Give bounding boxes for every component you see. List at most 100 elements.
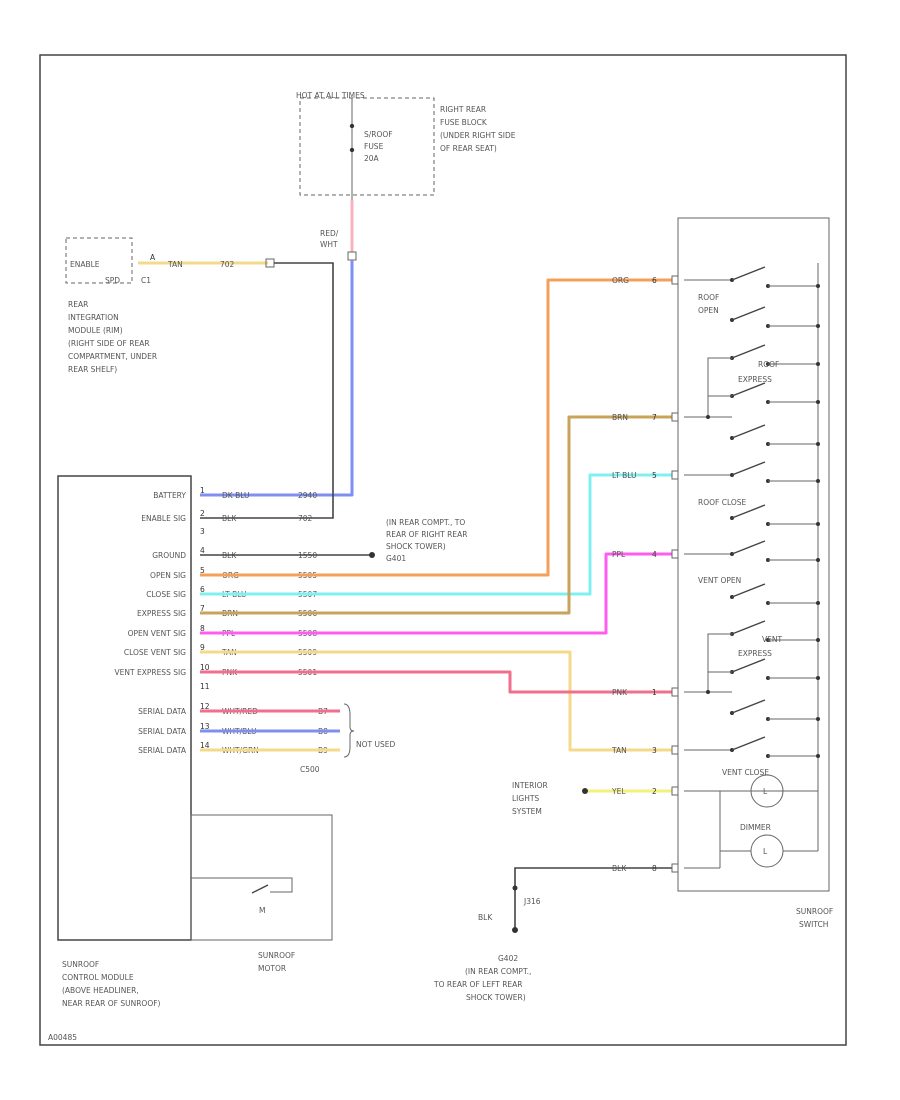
switch-blade [731,620,766,635]
switch-label-vent-close: VENT CLOSE [722,768,769,777]
fuse-label: FUSE [364,142,384,151]
ground-note-3: SHOCK TOWER) [386,542,446,551]
fuse-block-location-4: OF REAR SEAT) [440,144,497,153]
module-pin-label: EXPRESS SIG [137,609,186,618]
module-pin-number: 3 [200,527,205,536]
module-pin-wire-color: DK BLU [222,491,250,500]
rim-wire-color: TAN [167,260,183,269]
switch-location-1: SUNROOF [796,907,833,916]
module-pin-label: CLOSE SIG [146,590,186,599]
switch-bus-node [816,522,820,526]
ground2-3: TO REAR OF LEFT REAR [433,980,523,989]
motor-label-2: MOTOR [258,964,286,973]
rim-location-2: INTEGRATION [68,313,119,322]
ground-g402-point [512,927,518,933]
fuse-block-location-1: RIGHT REAR [440,105,486,114]
fuse-block-location-2: FUSE BLOCK [440,118,488,127]
switch-label-open: OPEN [698,306,719,315]
org-open-wire [200,278,672,577]
module-pin-number: 11 [200,682,210,691]
module-pin-number: 1 [200,486,205,495]
switch-blade [731,583,766,598]
module-location-3: (ABOVE HEADLINER, [62,986,139,995]
rim-location-4: (RIGHT SIDE OF REAR [68,339,150,348]
switch-blade [731,658,766,673]
switch-label-roof2: ROOF [758,360,779,369]
module-pin-label: VENT EXPRESS SIG [115,668,187,677]
switch-blade [731,736,766,751]
module-pin-wire-color: BLK [222,514,237,523]
switch-bus-node [816,558,820,562]
switch-label-roof-close: ROOF CLOSE [698,498,747,507]
fuse-rating: 20A [364,154,380,163]
switch-pin-connector [671,745,679,755]
switch-blade [731,699,766,714]
motor-symbol: M [259,906,265,915]
fuse-block-location-3: (UNDER RIGHT SIDE [440,131,516,140]
hot-at-all-times-label: HOT AT ALL TIMES [296,91,365,100]
switch-pin-connector [671,687,679,697]
switch-pin-wire-color: PNK [612,688,628,697]
switch-pin-connector [671,549,679,559]
lamp-symbol-2: L [763,847,768,856]
connector-label: C500 [300,765,320,774]
ground2-4: SHOCK TOWER) [466,993,526,1002]
interior-lights-2: LIGHTS [512,794,539,803]
fuse-name: S/ROOF [364,130,393,139]
switch-label-roof: ROOF [698,293,719,302]
rim-location-3: MODULE (RIM) [68,326,123,335]
switch-pin-number: 7 [652,413,657,422]
fuse-terminal-top [349,123,355,129]
red-wht-label-2: WHT [320,240,338,249]
module-pin-label: OPEN SIG [150,571,186,580]
module-pin-number: 14 [200,741,210,750]
module-pin-label: SERIAL DATA [138,727,187,736]
switch-label-vent-open: VENT OPEN [698,576,741,585]
ground2-1: G402 [498,954,518,963]
tan-close-vent-wire [200,650,672,752]
switch-bus-node [816,479,820,483]
enable-blk-wire [200,262,334,519]
switch-label-dimmer: DIMMER [740,823,771,832]
module-location-2: CONTROL MODULE [62,973,134,982]
module-pin-circuit: 2940 [298,491,317,500]
module-location-1: SUNROOF [62,960,99,969]
not-used-label: NOT USED [356,740,395,749]
module-pin-number: 10 [200,663,210,672]
battery-feed-connector [347,251,357,261]
switch-pin-number: 8 [652,864,657,873]
footer-code: A00485 [48,1033,77,1042]
switch-pin-wire-color: BLK [612,864,627,873]
switch-pin-connector [671,275,679,285]
switch-pin-number: 2 [652,787,657,796]
interior-lights-1: INTERIOR [512,781,548,790]
switch-label-vent: VENT [762,635,782,644]
fuse-terminal-bottom [349,147,355,153]
switch-blade [731,504,766,519]
blk-ground-wire [514,867,672,930]
module-pin-label: CLOSE VENT SIG [124,648,186,657]
interior-lights-point [582,788,588,794]
switch-bus-node [816,400,820,404]
switch-blades [730,266,820,758]
module-pin-label: OPEN VENT SIG [128,629,187,638]
switch-bus-node [816,324,820,328]
module-pin-label: SERIAL DATA [138,746,187,755]
module-pin-number: 2 [200,509,205,518]
pnk-vent-express-wire [200,670,672,694]
red-wht-label-1: RED/ [320,229,339,238]
switch-contacts [684,279,818,869]
module-pin-number: 12 [200,702,210,711]
switch-pin-number: 4 [652,550,657,559]
diagram-frame [39,54,847,1046]
rim-enable-pin: C1 [141,276,151,285]
switch-pin-wire-color: LT BLU [612,471,637,480]
switch-pin-wire-color: ORG [612,276,629,285]
sunroof-control-module [57,475,192,941]
module-pin-label: SERIAL DATA [138,707,187,716]
switch-pin-wire-color: TAN [611,746,627,755]
ground-note-4: G401 [386,554,406,563]
dk-blu-battery-wire [200,260,354,497]
